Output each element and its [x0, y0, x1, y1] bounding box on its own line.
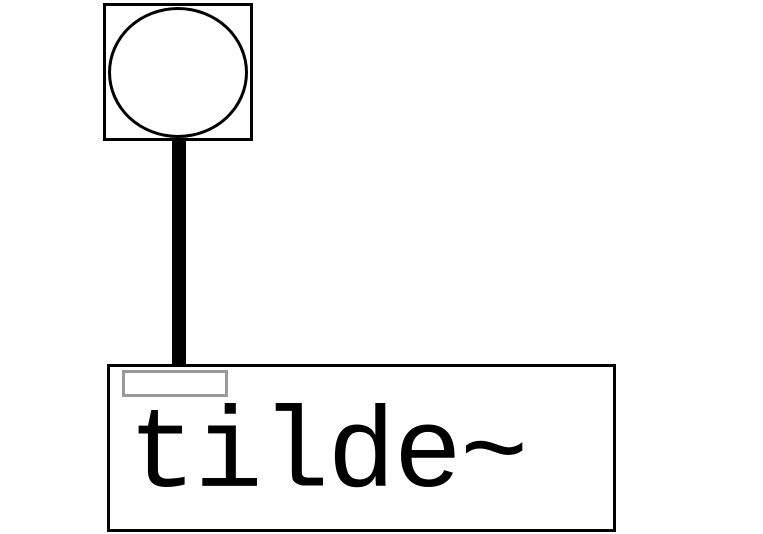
tilde-object-box[interactable]: tilde~ [107, 364, 616, 532]
object-label: tilde~ [128, 392, 528, 521]
bang-circle-icon [108, 7, 248, 138]
patch-cord[interactable] [172, 141, 186, 365]
bang-button[interactable] [103, 3, 253, 141]
object-inlet[interactable] [122, 370, 228, 397]
